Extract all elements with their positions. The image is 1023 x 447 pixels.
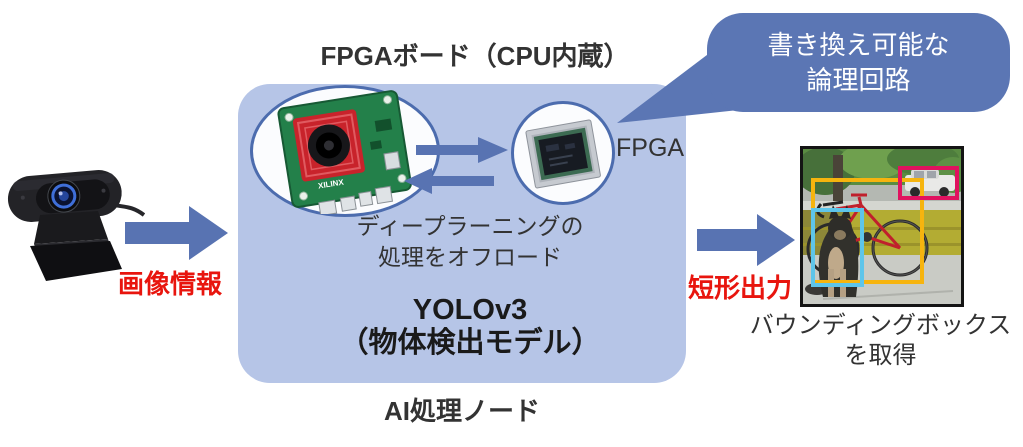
webcam-clip — [34, 211, 108, 244]
bubble-line2: 論理回路 — [806, 64, 911, 95]
input-label: 画像情報 — [117, 269, 222, 299]
webcam-icon — [7, 170, 145, 281]
output-arrow-icon — [697, 214, 795, 266]
fpga-chip-image — [525, 119, 601, 189]
fpga-chip-label: FPGA — [616, 134, 685, 162]
input-arrow-icon — [125, 206, 228, 260]
tree-trunk — [833, 155, 843, 213]
caption-line1: バウンディングボックス — [749, 312, 1012, 339]
fpga-board-title: FPGAボード（CPU内蔵） — [320, 41, 630, 71]
fpga-chip-photo — [511, 101, 615, 205]
bbox-dog — [811, 208, 864, 287]
fpga-board-image: XILINX — [277, 90, 412, 217]
webcam-body — [7, 170, 122, 222]
offload-arrows-icon — [404, 137, 508, 194]
model-text: YOLOv3 （物体検出モデル） — [270, 294, 670, 360]
board-brand-text: XILINX — [317, 178, 345, 191]
offload-text: ディープラーニングの 処理をオフロード — [270, 211, 670, 273]
detection-scene-image — [795, 143, 973, 304]
offload-line2: 処理をオフロード — [378, 244, 562, 270]
model-type: （物体検出モデル） — [339, 327, 601, 359]
output-caption: バウンディングボックス を取得 — [733, 311, 1023, 371]
caption-line2: を取得 — [844, 342, 917, 369]
offload-line1: ディープラーニングの — [356, 213, 584, 239]
output-label: 短形出力 — [687, 273, 792, 303]
ai-node-label: AI処理ノード — [383, 396, 540, 426]
callout-bubble: 書き換え可能な 論理回路 — [707, 13, 1010, 112]
model-name: YOLOv3 — [412, 294, 528, 326]
detection-result-photo — [795, 143, 973, 307]
bubble-line1: 書き換え可能な — [767, 29, 950, 60]
fpga-board-photo: XILINX — [250, 85, 440, 217]
bbox-car — [898, 166, 959, 200]
webcam-base — [30, 241, 122, 281]
